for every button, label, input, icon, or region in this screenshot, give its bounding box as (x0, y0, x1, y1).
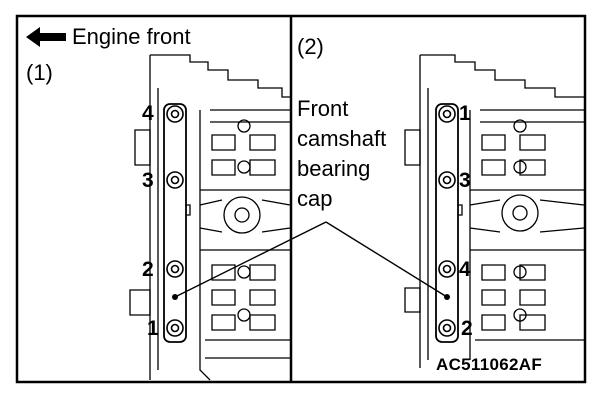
cylinder-head-panel-2 (404, 54, 585, 368)
bearing-cap-panel-1 (163, 103, 187, 343)
bolt-center (442, 109, 452, 119)
panel-1-label: (1) (26, 60, 53, 85)
callout-line: camshaft (297, 126, 387, 151)
leader-line-panel-2 (325, 221, 448, 298)
arrow-left-icon (26, 27, 66, 47)
bolt-number-label: 2 (461, 317, 473, 340)
bearing-cap-panel-2 (435, 103, 459, 343)
bolt-number-label: 4 (142, 102, 154, 125)
bolt-center (170, 109, 180, 119)
bolt-center (442, 323, 452, 333)
figure-code: AC511062AF (436, 355, 543, 374)
bolt-center (442, 175, 452, 185)
bolt-number-label: 1 (147, 317, 159, 340)
outer-border (15, 14, 587, 384)
callout-line: Front (297, 96, 349, 121)
bolt-number-label: 2 (142, 258, 154, 281)
bolt-center (170, 175, 180, 185)
bolt-center (170, 323, 180, 333)
bolts-panel-2 (438, 105, 456, 337)
bolt-center (170, 264, 180, 274)
bolts-panel-1 (166, 105, 184, 337)
bolt-number-label: 1 (459, 102, 471, 125)
panel-2-label: (2) (297, 34, 324, 59)
callout-line: bearing (297, 156, 371, 181)
bolt-center (442, 264, 452, 274)
engine-front-label: Engine front (72, 24, 191, 49)
callout-line: cap (297, 186, 333, 211)
bolt-number-label: 4 (459, 258, 471, 281)
leader-line-panel-1 (174, 221, 327, 298)
bolt-number-label: 3 (459, 169, 471, 192)
cylinder-head-panel-1 (129, 54, 291, 381)
bolt-number-label: 3 (142, 169, 154, 192)
